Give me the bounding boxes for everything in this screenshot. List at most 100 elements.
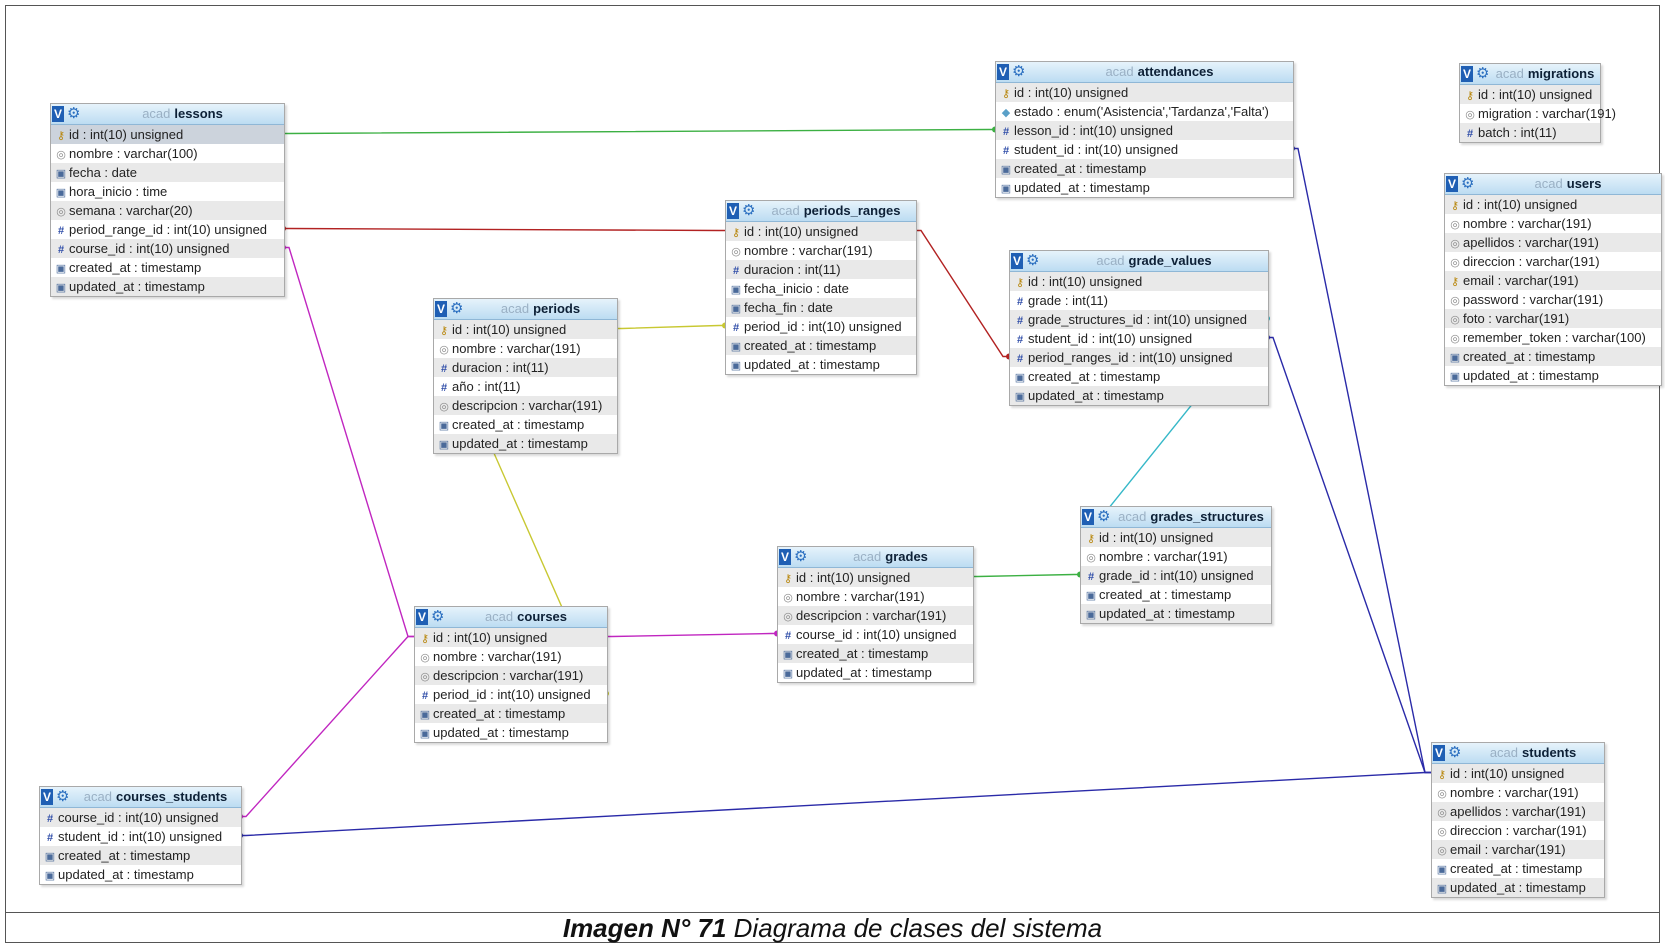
collapse-toggle-icon[interactable]: V bbox=[727, 203, 739, 219]
field-row[interactable]: ◎descripcion : varchar(191) bbox=[778, 606, 973, 625]
field-row[interactable]: #año : int(11) bbox=[434, 377, 617, 396]
field-row[interactable]: ◎apellidos : varchar(191) bbox=[1432, 802, 1604, 821]
collapse-toggle-icon[interactable]: V bbox=[416, 609, 428, 625]
field-row[interactable]: ▣updated_at : timestamp bbox=[1445, 366, 1661, 385]
field-row[interactable]: ▣hora_inicio : time bbox=[51, 182, 284, 201]
field-row[interactable]: ▣created_at : timestamp bbox=[434, 415, 617, 434]
field-row[interactable]: ⚷id : int(10) unsigned bbox=[434, 320, 617, 339]
field-row[interactable]: ▣created_at : timestamp bbox=[1081, 585, 1271, 604]
collapse-toggle-icon[interactable]: V bbox=[1011, 253, 1023, 269]
field-row[interactable]: ▣updated_at : timestamp bbox=[1432, 878, 1604, 897]
gear-icon[interactable]: ⚙ bbox=[1026, 252, 1040, 269]
field-row[interactable]: ◎direccion : varchar(191) bbox=[1432, 821, 1604, 840]
field-row[interactable]: ⚷id : int(10) unsigned bbox=[1460, 85, 1600, 104]
collapse-toggle-icon[interactable]: V bbox=[997, 64, 1009, 80]
field-row[interactable]: ▣updated_at : timestamp bbox=[778, 663, 973, 682]
field-row[interactable]: ◎remember_token : varchar(100) bbox=[1445, 328, 1661, 347]
field-row[interactable]: ▣updated_at : timestamp bbox=[415, 723, 607, 742]
field-row[interactable]: ⚷id : int(10) unsigned bbox=[778, 568, 973, 587]
field-row[interactable]: ▣created_at : timestamp bbox=[996, 159, 1293, 178]
collapse-toggle-icon[interactable]: V bbox=[1446, 176, 1458, 192]
collapse-toggle-icon[interactable]: V bbox=[1082, 509, 1094, 525]
field-row[interactable]: ◎direccion : varchar(191) bbox=[1445, 252, 1661, 271]
field-row[interactable]: ⚷id : int(10) unsigned bbox=[51, 125, 284, 144]
field-row[interactable]: ▣fecha : date bbox=[51, 163, 284, 182]
field-row[interactable]: ▣created_at : timestamp bbox=[726, 336, 916, 355]
collapse-toggle-icon[interactable]: V bbox=[1433, 745, 1445, 761]
field-row[interactable]: #period_id : int(10) unsigned bbox=[726, 317, 916, 336]
field-row[interactable]: ▣created_at : timestamp bbox=[1010, 367, 1268, 386]
gear-icon[interactable]: ⚙ bbox=[1461, 175, 1475, 192]
field-row[interactable]: #student_id : int(10) unsigned bbox=[40, 827, 241, 846]
field-row[interactable]: ▣created_at : timestamp bbox=[778, 644, 973, 663]
field-row[interactable]: ⚷id : int(10) unsigned bbox=[1445, 195, 1661, 214]
gear-icon[interactable]: ⚙ bbox=[56, 788, 70, 805]
field-row[interactable]: ◎migration : varchar(191) bbox=[1460, 104, 1616, 123]
gear-icon[interactable]: ⚙ bbox=[431, 608, 445, 625]
field-row[interactable]: #course_id : int(10) unsigned bbox=[40, 808, 241, 827]
field-row[interactable]: ▣updated_at : timestamp bbox=[1010, 386, 1268, 405]
gear-icon[interactable]: ⚙ bbox=[794, 548, 808, 565]
field-row[interactable]: ▣updated_at : timestamp bbox=[726, 355, 916, 374]
field-row[interactable]: #period_range_id : int(10) unsigned bbox=[51, 220, 284, 239]
field-row[interactable]: ▣created_at : timestamp bbox=[415, 704, 607, 723]
field-row[interactable]: ▣updated_at : timestamp bbox=[40, 865, 241, 884]
field-row[interactable]: #grade_structures_id : int(10) unsigned bbox=[1010, 310, 1268, 329]
field-row[interactable]: ▣updated_at : timestamp bbox=[1081, 604, 1271, 623]
field-row[interactable]: ◎apellidos : varchar(191) bbox=[1445, 233, 1661, 252]
field-row[interactable]: ▣created_at : timestamp bbox=[51, 258, 284, 277]
collapse-toggle-icon[interactable]: V bbox=[52, 106, 64, 122]
field-row[interactable]: #course_id : int(10) unsigned bbox=[51, 239, 284, 258]
field-row[interactable]: #duracion : int(11) bbox=[434, 358, 617, 377]
field-row[interactable]: ⚷email : varchar(191) bbox=[1445, 271, 1661, 290]
field-row[interactable]: ▣updated_at : timestamp bbox=[51, 277, 284, 296]
field-row[interactable]: ◎nombre : varchar(191) bbox=[778, 587, 973, 606]
field-row[interactable]: ◎nombre : varchar(191) bbox=[434, 339, 617, 358]
gear-icon[interactable]: ⚙ bbox=[1448, 744, 1462, 761]
field-row[interactable]: ▣created_at : timestamp bbox=[40, 846, 241, 865]
field-row[interactable]: #lesson_id : int(10) unsigned bbox=[996, 121, 1293, 140]
collapse-toggle-icon[interactable]: V bbox=[1461, 66, 1473, 82]
field-row[interactable]: #period_id : int(10) unsigned bbox=[415, 685, 607, 704]
field-row[interactable]: ▣updated_at : timestamp bbox=[996, 178, 1293, 197]
field-row[interactable]: ⚷id : int(10) unsigned bbox=[996, 83, 1293, 102]
gear-icon[interactable]: ⚙ bbox=[450, 300, 464, 317]
field-row[interactable]: ◎semana : varchar(20) bbox=[51, 201, 284, 220]
gear-icon[interactable]: ⚙ bbox=[67, 105, 81, 122]
field-row[interactable]: #grade_id : int(10) unsigned bbox=[1081, 566, 1271, 585]
field-row[interactable]: ◎descripcion : varchar(191) bbox=[415, 666, 607, 685]
field-row[interactable]: ▣created_at : timestamp bbox=[1445, 347, 1661, 366]
field-row[interactable]: ◎password : varchar(191) bbox=[1445, 290, 1661, 309]
field-row[interactable]: ⚷id : int(10) unsigned bbox=[1010, 272, 1268, 291]
gear-icon[interactable]: ⚙ bbox=[742, 202, 756, 219]
field-row[interactable]: ◎nombre : varchar(191) bbox=[415, 647, 607, 666]
field-row[interactable]: ◎descripcion : varchar(191) bbox=[434, 396, 617, 415]
field-row[interactable]: ⚷id : int(10) unsigned bbox=[1081, 528, 1271, 547]
field-row[interactable]: ⚷id : int(10) unsigned bbox=[726, 222, 916, 241]
field-row[interactable]: ▣created_at : timestamp bbox=[1432, 859, 1604, 878]
collapse-toggle-icon[interactable]: V bbox=[779, 549, 791, 565]
field-row[interactable]: ⚷id : int(10) unsigned bbox=[415, 628, 607, 647]
collapse-toggle-icon[interactable]: V bbox=[435, 301, 447, 317]
field-row[interactable]: #period_ranges_id : int(10) unsigned bbox=[1010, 348, 1268, 367]
